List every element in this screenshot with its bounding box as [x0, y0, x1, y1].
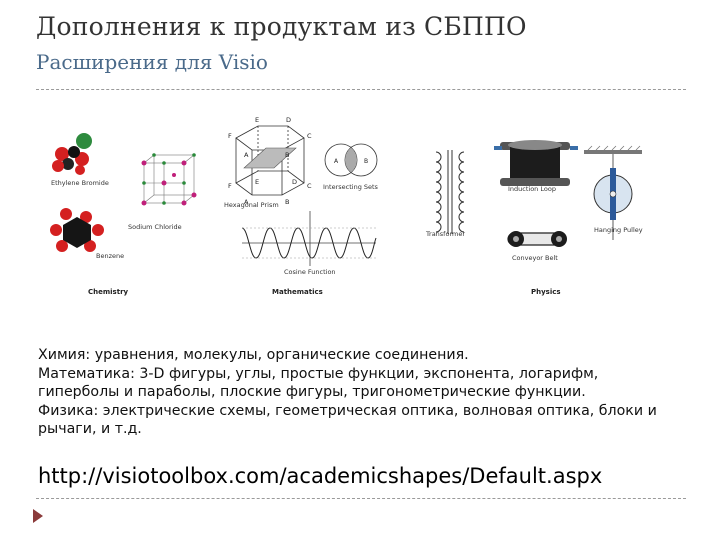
prism-vertex: D [292, 178, 297, 186]
hexagonal-prism [235, 125, 305, 196]
ethylene-label: Ethylene Bromide [51, 179, 109, 187]
cosine-label: Cosine Function [284, 268, 336, 276]
prism-vertex: F [228, 132, 232, 140]
triangle-bullet-icon [33, 509, 43, 523]
benzene-molecule [50, 208, 104, 252]
description-block: Химия: уравнения, молекулы, органические… [38, 346, 683, 439]
chemistry-description: Химия: уравнения, молекулы, органические… [38, 347, 469, 363]
prism-vertex: C [307, 132, 312, 140]
inductor-label: Induction Loop [508, 185, 556, 193]
pulley-label: Hanging Pulley [594, 226, 643, 234]
physics-description: Физика: электрические схемы, геометричес… [38, 402, 657, 438]
benzene-label: Benzene [96, 252, 124, 260]
academic-shapes-figure: Ethylene Bromide Sodium Chloride [36, 108, 676, 308]
set-a-letter: A [334, 158, 339, 165]
slide-title: Дополнения к продуктам из СБППО [36, 12, 527, 41]
sets-label: Intersecting Sets [323, 183, 379, 191]
prism-vertex: B [285, 198, 289, 206]
shapes-illustration: Ethylene Bromide Sodium Chloride [50, 116, 643, 296]
sodium-chloride-label: Sodium Chloride [128, 223, 182, 231]
prism-vertex: A [244, 198, 249, 206]
visiotoolbox-link[interactable]: http://visiotoolbox.com/academicshapes/D… [38, 464, 603, 488]
prism-vertex: C [307, 182, 312, 190]
chemistry-label: Chemistry [88, 288, 129, 296]
prism-vertex: F [228, 182, 232, 190]
prism-vertex: D [286, 116, 291, 124]
transformer-label: Transformer [425, 230, 465, 238]
conveyor-belt [507, 231, 567, 247]
prism-vertex: E [255, 116, 259, 124]
bottom-divider [36, 498, 686, 499]
conveyor-label: Conveyor Belt [512, 254, 558, 262]
prism-vertex: B [285, 151, 289, 159]
sodium-chloride-lattice [141, 153, 197, 206]
prism-vertex: E [255, 178, 259, 186]
set-b-letter: B [364, 158, 368, 165]
ethylene-bromide-molecule [52, 133, 92, 175]
cosine-function-graph [241, 211, 377, 266]
physics-label: Physics [531, 288, 561, 296]
hanging-pulley [584, 145, 642, 240]
top-divider [36, 89, 686, 90]
slide-subtitle: Расширения для Visio [36, 50, 268, 74]
prism-label: Hexagonal Prism [224, 201, 279, 209]
intersecting-sets-diagram [324, 143, 378, 177]
transformer-symbol [435, 150, 465, 234]
math-description: Математика: 3-D фигуры, углы, простые фу… [38, 365, 599, 401]
prism-vertex: A [244, 151, 249, 159]
mathematics-label: Mathematics [272, 288, 323, 296]
induction-loop [494, 140, 578, 186]
